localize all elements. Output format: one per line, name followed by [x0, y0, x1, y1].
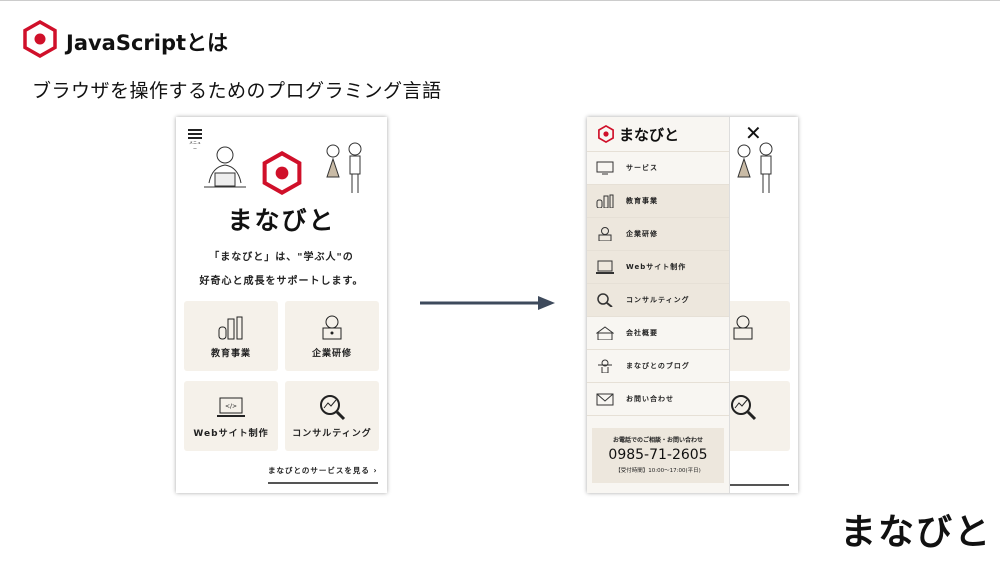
service-card-education[interactable]: 教育事業: [184, 301, 278, 371]
pencils-icon: [218, 316, 243, 340]
menu-item-company[interactable]: 会社概要: [587, 317, 729, 350]
card-label: 企業研修: [311, 349, 352, 359]
illustration-students-icon: [737, 142, 773, 193]
menu-item-contact[interactable]: お問い合わせ: [587, 383, 729, 416]
menu-item-label: お問い合わせ: [626, 395, 674, 403]
menu-item-label: まなびとのブログ: [626, 362, 690, 370]
monitor-icon: [596, 161, 614, 175]
tagline-line-2: 好奇心と成長をサポートします。: [199, 276, 364, 287]
slide-subtitle: ブラウザを操作するためのプログラミング言語: [32, 80, 442, 102]
phone-screenshot-after: ✕ まなびと サービス 教育事業 企業研修 Webサイト制作 コンサルティング …: [587, 117, 798, 493]
contact-phone[interactable]: 0985-71-2605: [608, 447, 708, 463]
footer-logo: まなびと: [840, 512, 993, 553]
laptop-code-icon: </>: [217, 397, 245, 417]
contact-heading: お電話でのご相談・お問い合わせ: [612, 437, 703, 444]
top-divider: [0, 0, 1000, 1]
contact-hours: 【受付時間】10:00〜17:00(平日): [615, 468, 701, 474]
menu-item-service[interactable]: サービス: [587, 152, 729, 185]
magnifier-chart-icon: [597, 293, 613, 307]
illustration-students-icon: [326, 142, 362, 193]
menu-item-label: コンサルティング: [626, 296, 690, 304]
menu-item-education[interactable]: 教育事業: [587, 185, 729, 218]
person-laptop-icon: [598, 227, 612, 241]
logo-hexagon-icon: [262, 151, 302, 195]
building-icon: [596, 326, 614, 340]
mail-icon: [596, 393, 614, 406]
tagline-line-1: 「まなびと」は、"学ぶ人"の: [209, 252, 354, 263]
menu-header: まなびと: [587, 117, 729, 152]
logo-hexagon-icon: [598, 125, 614, 143]
menu-brand: まなびと: [619, 125, 680, 144]
person-laptop-icon: [733, 315, 753, 340]
illustration-person-laptop-icon: [204, 146, 246, 188]
menu-item-training[interactable]: 企業研修: [587, 218, 729, 251]
menu-item-label: サービス: [626, 164, 658, 172]
magnifier-chart-icon: [320, 395, 346, 421]
phone-contact-box: お電話でのご相談・お問い合わせ 0985-71-2605 【受付時間】10:00…: [592, 428, 724, 483]
manabito-logo-icon: [23, 20, 57, 58]
menu-label: メニュー: [189, 140, 201, 151]
menu-item-label: 企業研修: [626, 230, 658, 238]
laptop-code-icon: [596, 260, 614, 274]
card-label: Webサイト制作: [193, 429, 269, 439]
close-menu-button[interactable]: ✕: [745, 121, 762, 145]
transition-arrow-icon: [420, 296, 555, 310]
card-label: コンサルティング: [292, 429, 372, 439]
service-card-web[interactable]: </> Webサイト制作: [184, 381, 278, 451]
svg-text:</>: </>: [225, 403, 237, 410]
see-services-link-underline: [679, 484, 789, 486]
menu-item-label: 教育事業: [626, 197, 658, 205]
menu-item-label: Webサイト制作: [626, 263, 687, 271]
slide-title: JavaScriptとは: [66, 31, 229, 55]
menu-item-label: 会社概要: [626, 329, 658, 337]
slide-menu-drawer: まなびと サービス 教育事業 企業研修 Webサイト制作 コンサルティング 会社…: [587, 117, 730, 493]
service-card-consulting[interactable]: コンサルティング: [285, 381, 379, 451]
card-label: 教育事業: [210, 349, 251, 359]
menu-item-consulting[interactable]: コンサルティング: [587, 284, 729, 317]
person-laptop-icon: [322, 315, 342, 340]
menu-item-web[interactable]: Webサイト制作: [587, 251, 729, 284]
blog-icon: [598, 359, 612, 373]
menu-item-blog[interactable]: まなびとのブログ: [587, 350, 729, 383]
phone-screenshot-before: メニュー まなびと 「まなびと」は、"学ぶ人"の 好奇心と成長をサポートします。…: [176, 117, 387, 493]
pencils-icon: [596, 194, 614, 208]
hamburger-menu-button[interactable]: メニュー: [188, 129, 202, 152]
service-card-training[interactable]: 企業研修: [285, 301, 379, 371]
magnifier-chart-icon: [731, 395, 757, 421]
brand-name: まなびと: [227, 206, 336, 235]
see-services-link[interactable]: まなびとのサービスを見る ›: [268, 465, 378, 484]
